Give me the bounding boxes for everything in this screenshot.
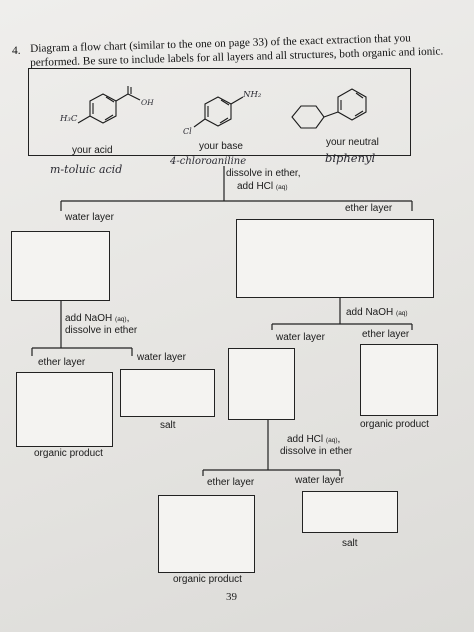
- step2-left-dissolve-label: dissolve in ether: [65, 325, 138, 336]
- branch1-water-layer-label: water layer: [65, 212, 114, 223]
- organic-product-label-bottom: organic product: [173, 574, 242, 585]
- chloroaniline-ring: [204, 96, 232, 127]
- step3-hcl-text: add HCl: [287, 434, 324, 445]
- step1-aq-subscript: (aq): [275, 184, 288, 191]
- handwritten-neutral-name: biphenyl: [325, 151, 376, 165]
- branch3-ether-layer-label: ether layer: [207, 477, 255, 488]
- step1-add-hcl-label: add HCl (aq): [237, 181, 287, 192]
- handwritten-base-name: 4-chloroaniline: [170, 156, 247, 167]
- branch2-left-water-layer-label: water layer: [137, 352, 186, 363]
- organic-product-label-left: organic product: [34, 448, 103, 459]
- base-amine-label: NH₂: [242, 90, 262, 100]
- step3-hcl-label: add HCl (aq),: [287, 434, 340, 445]
- ether-layer-box-1: [236, 219, 434, 298]
- step2-left-comma: ,: [126, 313, 130, 324]
- question-number: 4.: [12, 45, 21, 57]
- structures-drawing: H₃C OH Cl NH₂: [59, 86, 367, 136]
- page-number: 39: [226, 591, 237, 603]
- acid-label: your acid: [72, 145, 113, 156]
- branch3-water-layer-label: water layer: [295, 475, 344, 486]
- step2-right-aq-subscript: (aq): [396, 310, 408, 317]
- step3-dissolve-label: dissolve in ether: [280, 446, 353, 457]
- acid-methyl-label: H₃C: [59, 114, 78, 124]
- base-chloro-label: Cl: [183, 127, 192, 136]
- step3-comma: ,: [337, 434, 341, 445]
- step2-left-aq-subscript: (aq): [115, 316, 127, 323]
- organic-product-box-right: [360, 344, 438, 416]
- salt-label-left: salt: [160, 420, 176, 431]
- compounds-box: [28, 68, 411, 156]
- biphenyl-ring-left: [291, 105, 325, 129]
- water-layer-box-2: [228, 348, 295, 420]
- step2-right-naoh-text: add NaOH: [346, 307, 394, 318]
- salt-label-bottom: salt: [342, 538, 358, 549]
- neutral-label: your neutral: [326, 137, 379, 148]
- acid-hydroxyl-label: OH: [141, 98, 154, 107]
- branch1-ether-layer-label: ether layer: [345, 203, 393, 214]
- base-label: your base: [199, 141, 243, 152]
- organic-product-box-left: [16, 372, 113, 447]
- branch2-left-ether-layer-label: ether layer: [38, 357, 86, 368]
- salt-box-bottom: [302, 491, 398, 533]
- toluic-acid-ring: [89, 93, 117, 124]
- salt-box-left: [120, 369, 215, 417]
- step2-left-naoh-text: add NaOH: [65, 313, 113, 324]
- biphenyl-ring-right: [337, 88, 367, 121]
- step1-add-hcl-text: add HCl: [237, 181, 274, 192]
- branch2-right-water-layer-label: water layer: [276, 332, 325, 343]
- step2-right-naoh-label: add NaOH (aq): [346, 307, 408, 318]
- organic-product-box-bottom: [158, 495, 255, 573]
- step1-dissolve-label: dissolve in ether,: [226, 168, 301, 179]
- organic-product-label-right: organic product: [360, 419, 429, 430]
- water-layer-box-1: [11, 231, 110, 301]
- step2-left-naoh-label: add NaOH (aq),: [65, 313, 129, 324]
- handwritten-acid-name: m-toluic acid: [50, 163, 123, 176]
- branch2-right-ether-layer-label: ether layer: [362, 329, 410, 340]
- step3-aq-subscript: (aq): [325, 437, 338, 444]
